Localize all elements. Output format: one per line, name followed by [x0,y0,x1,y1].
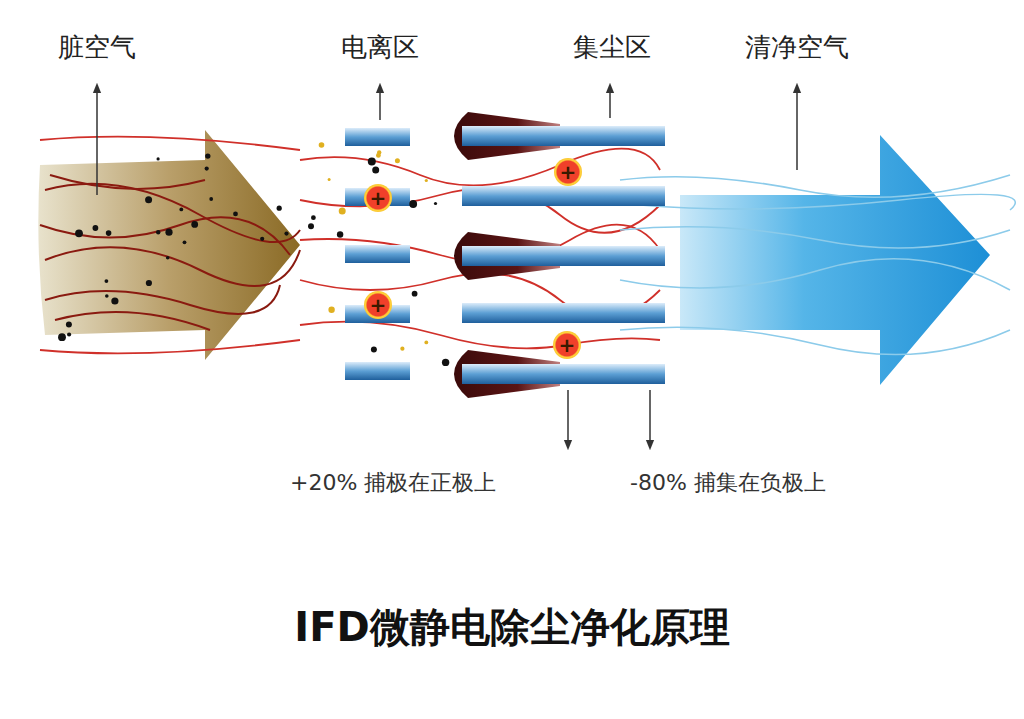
diagram-title: IFD微静电除尘净化原理 [0,600,1024,655]
ionization-plates [345,128,410,380]
dust-dot [165,229,172,236]
charge-sign: + [560,162,577,182]
dust-dot [58,333,66,341]
dust-dot [191,221,198,228]
dust-particles [58,142,449,366]
dust-dot [400,347,404,351]
dust-dot [376,153,381,158]
dust-dot [368,158,376,166]
dust-dot [105,294,109,298]
zone-label: 脏空气 [58,30,136,65]
dust-dot [157,157,160,160]
dust-dot [67,332,71,336]
dust-fibers [40,175,300,330]
clean-air-arrow [680,135,990,385]
charge-sign: + [370,295,387,315]
dust-dot [337,231,343,237]
dust-dot [179,208,183,212]
dust-dot [277,206,282,211]
charged-particle: + [364,184,392,212]
dust-dot [328,178,331,181]
dust-dot [319,142,325,148]
dust-dot [166,256,170,260]
charge-sign: + [559,335,576,355]
dust-dot [424,341,428,345]
dust-dot [93,225,99,231]
dust-dot [412,291,418,297]
dust-dot [409,200,417,208]
charged-particle: + [553,331,581,359]
dust-dot [328,307,334,313]
dust-dot [339,208,346,215]
collector-plates [462,126,665,384]
dirty-air-arrow [38,130,300,360]
dust-dot [156,230,160,234]
dust-dot [308,223,314,229]
dust-dot [183,240,187,244]
charge-sign: + [370,188,387,208]
dust-dot [66,322,72,328]
dust-dot [371,346,377,352]
charged-particle: + [364,291,392,319]
dust-dot [284,232,288,236]
dust-dot [106,230,112,236]
dust-dot [233,212,238,217]
dust-dot [209,197,213,201]
dust-dot [205,153,210,158]
note-label: +20% 捕极在正极上 [290,468,496,498]
dust-dot [425,179,428,182]
dust-dot [146,280,152,286]
dust-dot [311,215,316,220]
dust-dot [442,359,449,366]
note-label: -80% 捕集在负极上 [630,468,826,498]
dust-dot [75,229,83,237]
dust-dot [145,196,152,203]
zone-label: 集尘区 [573,30,651,65]
dust-dot [111,297,118,304]
dust-dot [395,158,400,163]
dust-dot [105,279,109,283]
clean-flow-lines [620,175,1015,355]
charged-particle: + [554,158,582,186]
zone-label: 清净空气 [745,30,849,65]
zone-label: 电离区 [341,30,419,65]
dust-dot [434,202,437,205]
dust-dot [205,167,209,171]
dust-dot [260,237,264,241]
leader-arrows [97,88,797,445]
dust-dot [372,167,379,174]
